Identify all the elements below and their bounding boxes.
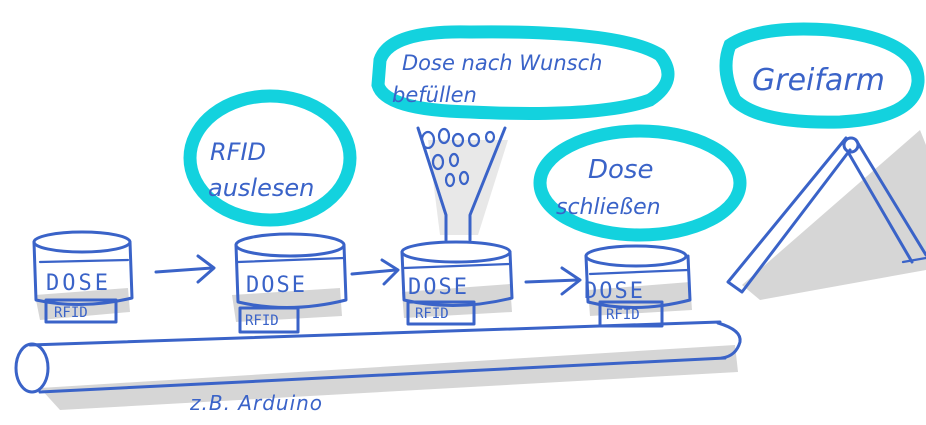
can: DOSE RFID	[234, 232, 348, 334]
belt-shadow	[40, 345, 738, 410]
fill-line2: befüllen	[392, 83, 477, 107]
rfid-tag	[238, 306, 300, 334]
bubble-rfid	[183, 89, 357, 227]
arrow-right-icon	[154, 254, 216, 284]
rfid-tag-label: RFID	[245, 313, 279, 329]
arrow-right-icon	[350, 258, 400, 286]
gripper-label: Greifarm	[752, 63, 885, 98]
rfid-tag	[44, 298, 118, 324]
close-line1: Dose	[588, 155, 653, 185]
can-band	[588, 268, 690, 276]
rfid-tag-label: RFID	[54, 305, 88, 321]
gripper-right-arm-end	[901, 256, 926, 264]
can: DOSE RFID	[32, 230, 134, 324]
arrow-right-icon	[524, 266, 582, 296]
belt-right-roller	[716, 321, 742, 360]
can-body	[32, 240, 134, 306]
can-lid	[400, 240, 512, 264]
can-shadow	[232, 288, 342, 322]
can-label: DOSE	[246, 273, 307, 298]
pellets-icon	[420, 127, 496, 188]
fill-line1: Dose nach Wunsch	[402, 51, 602, 75]
rfid-tag-label: RFID	[606, 307, 640, 323]
filling-funnel	[416, 126, 507, 242]
can-band	[236, 256, 346, 264]
can-lid	[234, 232, 346, 258]
can-label: DOSE	[46, 271, 111, 296]
can-band	[38, 258, 130, 264]
funnel-left-wall	[416, 126, 448, 242]
cans: DOSE RFID DOSE RFID DOSE RFID DOSE	[32, 230, 692, 334]
rfid-read-line2: auslesen	[208, 174, 314, 202]
can-lid	[32, 230, 132, 254]
bubble-fill	[371, 25, 675, 120]
rfid-read-line1: RFID	[210, 138, 266, 166]
funnel-right-wall	[468, 126, 507, 242]
gripper-left-arm	[726, 136, 852, 294]
can-lid	[584, 244, 688, 268]
gripper-arm	[726, 136, 926, 294]
highlight-bubbles	[183, 22, 925, 242]
close-line2: schließen	[556, 195, 661, 220]
can-label: DOSE	[408, 275, 469, 300]
labels: RFID auslesen Dose nach Wunsch befüllen …	[189, 51, 885, 415]
can-band	[402, 262, 512, 270]
can: DOSE RFID	[400, 240, 514, 326]
flow-arrows	[154, 254, 582, 296]
funnel-shadow	[428, 140, 508, 235]
rfid-tag	[598, 300, 664, 328]
rfid-tag-label: RFID	[415, 306, 449, 322]
belt-left-roller	[14, 342, 50, 394]
bubble-close	[533, 124, 747, 242]
gripper-right-arm-outer	[854, 138, 926, 257]
rfid-tag	[406, 300, 476, 326]
can-body	[584, 254, 692, 310]
belt-bottom-edge	[38, 356, 727, 394]
can-label: DOSE	[584, 279, 645, 304]
gripper-right-arm-inner	[846, 150, 914, 264]
bubble-gripper	[719, 22, 925, 129]
shadows	[35, 130, 926, 410]
arm-shadow	[742, 130, 926, 300]
can: DOSE RFID	[584, 244, 692, 328]
conveyor-caption: z.B. Arduino	[189, 391, 323, 415]
